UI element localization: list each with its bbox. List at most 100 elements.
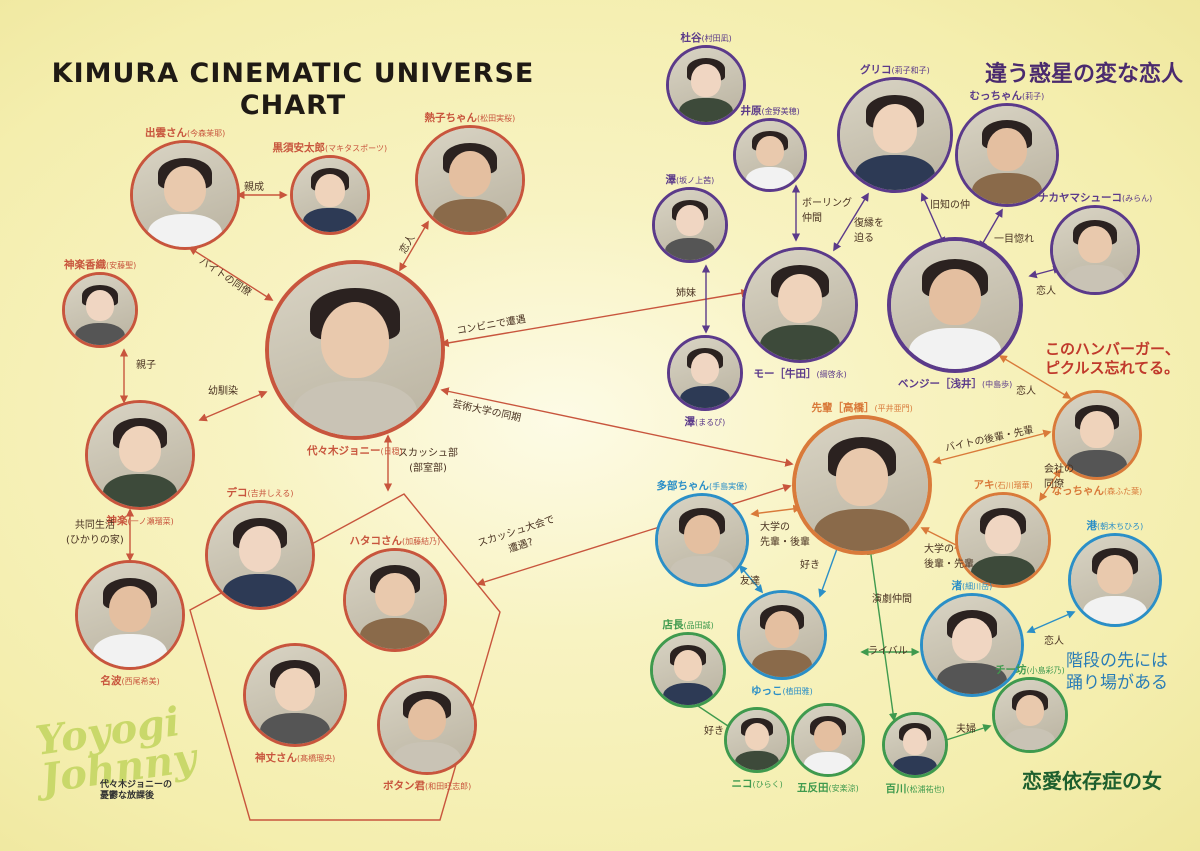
- actor-name: (吉井しえる): [247, 489, 294, 498]
- face-shape: [1097, 555, 1133, 595]
- character-name: 港: [1086, 520, 1098, 532]
- face-shape: [1080, 411, 1114, 449]
- face-shape: [929, 269, 981, 326]
- portrait-minato: [1068, 533, 1162, 627]
- actor-name: (品田誠): [683, 621, 714, 630]
- label-button: ボタン君(和田旺志郎): [383, 778, 471, 793]
- photo-placeholder: [669, 48, 743, 122]
- logo-renai-izonsho: 恋愛依存症の女: [1022, 769, 1162, 793]
- rel-squash-line2: (部室部): [409, 463, 447, 474]
- portrait-guriko: [837, 77, 953, 193]
- character-name: ボタン君: [383, 780, 425, 792]
- portrait-sawa-sister: [652, 187, 728, 263]
- face-shape: [674, 650, 702, 682]
- face-shape: [814, 720, 842, 751]
- portrait-hatako: [343, 548, 447, 652]
- portrait-kagura-mother: [62, 272, 138, 348]
- actor-name: (西尾希美): [121, 677, 160, 686]
- photo-placeholder: [1071, 536, 1159, 624]
- rel-squash-line1: スカッシュ部: [398, 448, 458, 459]
- rel-fukuen: 復縁を 迫る: [854, 214, 884, 244]
- label-kagura-mother: 神楽香織(安藤聖): [64, 257, 136, 272]
- rel-kyuchi: 旧知の仲: [930, 200, 970, 211]
- rel-kyodo-line1: 共同生活: [74, 520, 115, 531]
- label-nagisa: 渚(細川岳): [952, 578, 993, 593]
- portrait-niko: [724, 707, 790, 773]
- portrait-nekoko: [415, 125, 525, 235]
- body-shape: [432, 198, 508, 232]
- label-aki: アキ(石川瑠華): [974, 477, 1033, 492]
- rel-kyodo-line2: (ひかりの家): [66, 535, 124, 546]
- label-yukko: ゆっこ(植田雅): [751, 683, 813, 698]
- character-name: グリコ: [860, 64, 892, 76]
- body-shape: [662, 682, 714, 705]
- body-shape: [814, 508, 910, 551]
- line-johnny-izumo: [188, 247, 274, 301]
- actor-name: (和田旺志郎): [425, 782, 472, 791]
- body-shape: [908, 328, 1002, 369]
- photo-placeholder: [658, 496, 746, 584]
- logo-yoyogi-sub1: 代々木ジョニーの: [100, 780, 173, 790]
- photo-placeholder: [653, 635, 723, 705]
- face-shape: [449, 150, 491, 197]
- label-niko: ニコ(ひらく): [732, 776, 783, 791]
- character-name: なっちゃん: [1051, 485, 1105, 497]
- actor-name: (みらん): [1122, 194, 1153, 203]
- actor-name: (髙橋瑠央): [297, 754, 336, 763]
- photo-placeholder: [727, 710, 787, 770]
- character-name: 名波: [100, 675, 122, 687]
- label-kagura: 神楽(一ノ瀬瑠菜): [107, 513, 174, 528]
- face-shape: [315, 174, 345, 207]
- rel-kaisha-line2: 同僚: [1044, 479, 1064, 490]
- photo-placeholder: [346, 551, 444, 649]
- line-senpai-nacchan: [932, 429, 1052, 465]
- character-name: 井原: [740, 105, 762, 117]
- portrait-benji: [887, 237, 1023, 373]
- portrait-nami: [75, 560, 185, 670]
- body-shape: [1066, 450, 1128, 477]
- character-name: 多部ちゃん: [656, 480, 710, 492]
- character-name: 先輩［高橋］: [811, 402, 875, 414]
- portrait-nakayama: [1050, 205, 1140, 295]
- face-shape: [320, 301, 390, 378]
- line-johnny-mo: [440, 288, 750, 348]
- actor-name: (安楽涼): [828, 784, 859, 793]
- actor-name: (村田凪): [701, 34, 732, 43]
- line-nagisa-minato: [1026, 610, 1076, 634]
- rel-kaisha-line1: 会社の: [1044, 464, 1074, 475]
- actor-name: (金野美穂): [761, 107, 800, 116]
- rel-oyako: 親子: [136, 360, 156, 371]
- face-shape: [408, 698, 446, 741]
- body-shape: [92, 633, 168, 667]
- label-benji: ベンジー［浅井］(中島歩): [898, 376, 1012, 391]
- portrait-kamibun: [243, 643, 347, 747]
- label-nakayama: ナカヤマシューコ(みらん): [1038, 190, 1152, 205]
- rel-tomodachi: 友達: [740, 576, 760, 587]
- character-name: 店長: [662, 619, 684, 631]
- face-shape: [756, 135, 784, 166]
- line-johnny-senpai: [440, 387, 794, 467]
- rel-koibito-4: 恋人: [1044, 636, 1064, 647]
- character-name: 出雲さん: [145, 127, 187, 139]
- actor-name: (松田実桜): [477, 114, 516, 123]
- face-shape: [239, 525, 281, 572]
- portrait-yukko: [737, 590, 827, 680]
- body-shape: [760, 324, 840, 360]
- photo-placeholder: [655, 190, 725, 260]
- character-name: ベンジー［浅井］: [898, 378, 982, 390]
- photo-placeholder: [745, 250, 855, 360]
- label-sawa-sister: 澤(坂ノ上茜): [666, 172, 715, 187]
- face-shape: [778, 274, 822, 323]
- photo-placeholder: [1053, 208, 1137, 292]
- face-shape: [86, 290, 114, 322]
- logo-yoyogi-subtitle: 代々木ジョニーの 憂鬱な放課後: [100, 780, 172, 802]
- photo-placeholder: [293, 158, 367, 232]
- actor-name: (綱啓永): [816, 370, 847, 379]
- face-shape: [1016, 695, 1044, 727]
- body-shape: [803, 752, 853, 774]
- chart-title-line2: CHART: [239, 90, 347, 121]
- body-shape: [102, 473, 178, 507]
- rel-hitomebore: 一目惚れ: [994, 234, 1034, 245]
- portrait-tencho: [650, 632, 726, 708]
